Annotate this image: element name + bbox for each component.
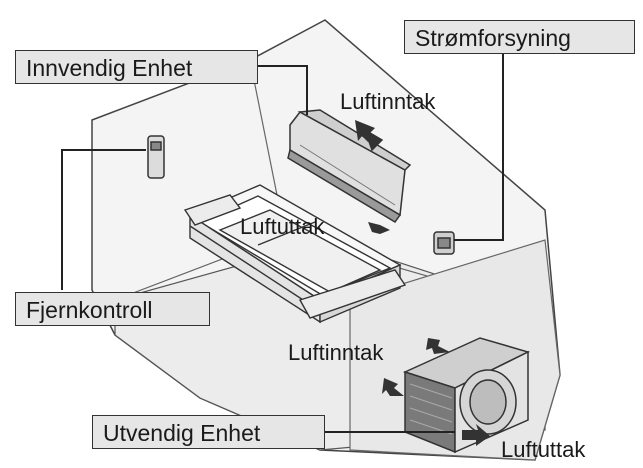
airflow-arrow-outdoor-outlet: [462, 424, 490, 446]
power-supply-callout: Strømforsyning: [404, 20, 635, 54]
leader-lines: [61, 53, 504, 433]
outdoor-outlet-label: Luftuttak: [501, 437, 586, 462]
airflow-arrow-indoor-outlet: [368, 222, 390, 234]
indoor-outlet-label: Luftuttak: [240, 214, 325, 239]
outdoor-unit-callout: Utvendig Enhet: [92, 415, 325, 449]
outdoor-intake-label: Luftinntak: [288, 340, 384, 365]
sofa-icon: [183, 184, 407, 324]
remote-control-icon: [147, 135, 165, 179]
indoor-unit-icon: [287, 109, 412, 223]
airflow-arrow-outdoor-intake: [382, 338, 450, 396]
airflow-arrow-indoor-intake: [355, 120, 382, 142]
indoor-intake-label: Luftinntak: [340, 89, 436, 114]
power-socket-icon: [433, 231, 455, 255]
remote-control-callout: Fjernkontroll: [15, 292, 210, 326]
indoor-unit-callout: Innvendig Enhet: [15, 50, 258, 84]
